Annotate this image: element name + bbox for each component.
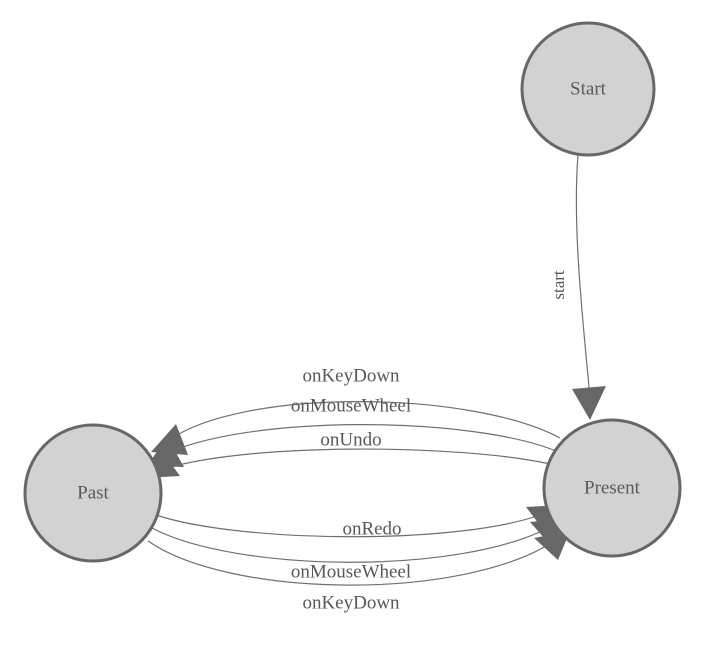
edge-label-e-present-past-keydown: onKeyDown bbox=[302, 365, 400, 386]
edge-line[interactable] bbox=[155, 511, 549, 538]
edge-line[interactable] bbox=[147, 539, 557, 586]
edge-line[interactable] bbox=[151, 525, 553, 563]
edge-line[interactable] bbox=[167, 401, 561, 442]
edge-label-e-present-past-undo: onUndo bbox=[320, 429, 381, 450]
edge-line[interactable] bbox=[575, 154, 591, 399]
edge-e-start-present[interactable] bbox=[572, 154, 606, 420]
edge-label-e-past-present-mousewheel: onMouseWheel bbox=[291, 561, 411, 582]
edge-label-e-start-present: start bbox=[549, 270, 568, 300]
node-present[interactable]: Present bbox=[542, 418, 682, 558]
edge-label-e-present-past-mousewheel: onMouseWheel bbox=[291, 395, 411, 416]
arrowhead-icon bbox=[534, 531, 570, 560]
node-circle-past[interactable] bbox=[23, 423, 163, 563]
edge-line[interactable] bbox=[160, 424, 557, 457]
edge-label-e-past-present-keydown: onKeyDown bbox=[302, 592, 400, 613]
edge-e-present-past-keydown[interactable] bbox=[151, 401, 561, 455]
node-past[interactable]: Past bbox=[23, 423, 163, 563]
edge-e-past-present-redo[interactable] bbox=[155, 505, 563, 538]
arrowhead-icon bbox=[572, 386, 606, 420]
edges-layer bbox=[144, 154, 606, 586]
edge-e-past-present-keydown[interactable] bbox=[147, 531, 570, 586]
edge-e-present-past-mousewheel[interactable] bbox=[147, 424, 557, 467]
node-circle-start[interactable] bbox=[520, 21, 656, 157]
edge-line[interactable] bbox=[157, 448, 551, 472]
node-circle-present[interactable] bbox=[542, 418, 682, 558]
edge-e-present-past-undo[interactable] bbox=[144, 448, 551, 478]
node-start[interactable]: Start bbox=[520, 21, 656, 157]
